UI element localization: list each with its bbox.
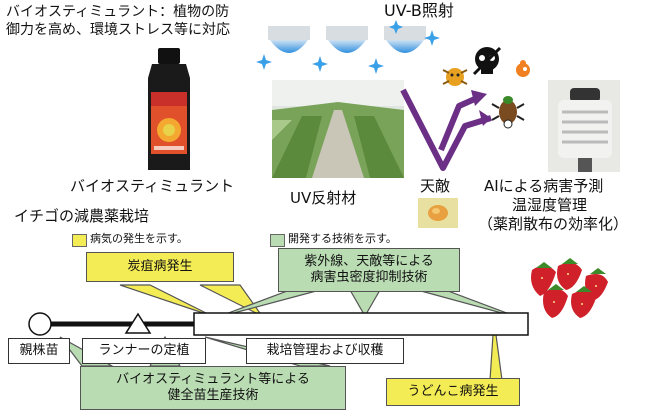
callout-healthy-seedling: バイオスティミュラント等による 健全苗生産技術 (80, 366, 346, 410)
callout-uv-enemy-line1: 紫外線、天敵等による (304, 254, 434, 270)
bottle-caption: バイオスティミュラント (70, 177, 235, 195)
pointer-uv-enemy-2 (348, 289, 382, 318)
biostimulant-bottle-image (148, 48, 190, 170)
label-cultivation-harvest: 栽培管理および収穫 (246, 338, 404, 364)
uvb-label: UV-B照射 (384, 1, 454, 20)
pest-spider-mite-icon (442, 68, 468, 86)
uv-reflection-arrow (400, 88, 492, 171)
pointer-anthracnose-2 (199, 284, 263, 317)
uvb-lamps (256, 20, 440, 74)
parent-node (28, 312, 52, 336)
runner-node (124, 312, 152, 334)
callout-healthy-seedling-line1: バイオスティミュラント等による (116, 372, 310, 388)
greenhouse-photo (272, 80, 404, 178)
label-cultivation-harvest-text: 栽培管理および収穫 (266, 343, 384, 359)
spray-efficiency-label: （薬剤散布の効率化） (478, 215, 629, 233)
legend-disease-swatch (72, 234, 87, 247)
diagram-title: イチゴの減農薬栽培 (14, 207, 150, 225)
pest-aphid-icon (491, 96, 525, 129)
callout-uv-enemy-line2: 病害虫密度抑制技術 (310, 270, 428, 285)
callout-powdery-mildew: うどんこ病発生 (386, 378, 520, 406)
uv-lamp-2 (326, 26, 368, 53)
pointer-anthracnose (119, 284, 213, 317)
label-parent-seedling-text: 親株苗 (19, 343, 59, 359)
humidity-control-label: 温湿度管理 (512, 196, 588, 214)
natural-enemy-photo (418, 198, 458, 228)
legend-technology-swatch (270, 234, 285, 247)
ai-sensor-device-photo (548, 80, 620, 172)
callout-anthracnose-text: 炭疽病発生 (127, 259, 193, 275)
biostimulant-note-line1: バイオスティミュラント：植物の防 (6, 4, 230, 20)
callout-healthy-seedling-line2: 健全苗生産技術 (167, 388, 259, 403)
label-parent-seedling: 親株苗 (8, 338, 70, 364)
label-runner-planting: ランナーの定植 (82, 338, 206, 364)
uv-reflector-label: UV反射材 (290, 189, 357, 207)
callout-anthracnose: 炭疽病発生 (86, 252, 234, 282)
pest-skull-icon (472, 46, 502, 76)
cultivation-bar (193, 312, 529, 336)
biostimulant-note-line2: 御力を高め、環境ストレス等に対応 (6, 22, 230, 38)
uv-lamp-1 (268, 26, 310, 53)
callout-powdery-mildew-text: うどんこ病発生 (407, 384, 499, 400)
ai-prediction-label: AIによる病害予測 (484, 177, 604, 195)
label-runner-planting-text: ランナーの定植 (98, 343, 190, 359)
callout-uv-enemy: 紫外線、天敵等による 病害虫密度抑制技術 (278, 248, 460, 292)
pest-small-bug-icon (516, 60, 530, 77)
strawberries-image (531, 258, 608, 318)
legend-disease-label: 病気の発生を示す。 (90, 232, 188, 245)
natural-enemy-label: 天敵 (420, 177, 451, 195)
legend-technology-label: 開発する技術を示す。 (288, 232, 397, 245)
uv-lamp-3 (384, 26, 426, 53)
